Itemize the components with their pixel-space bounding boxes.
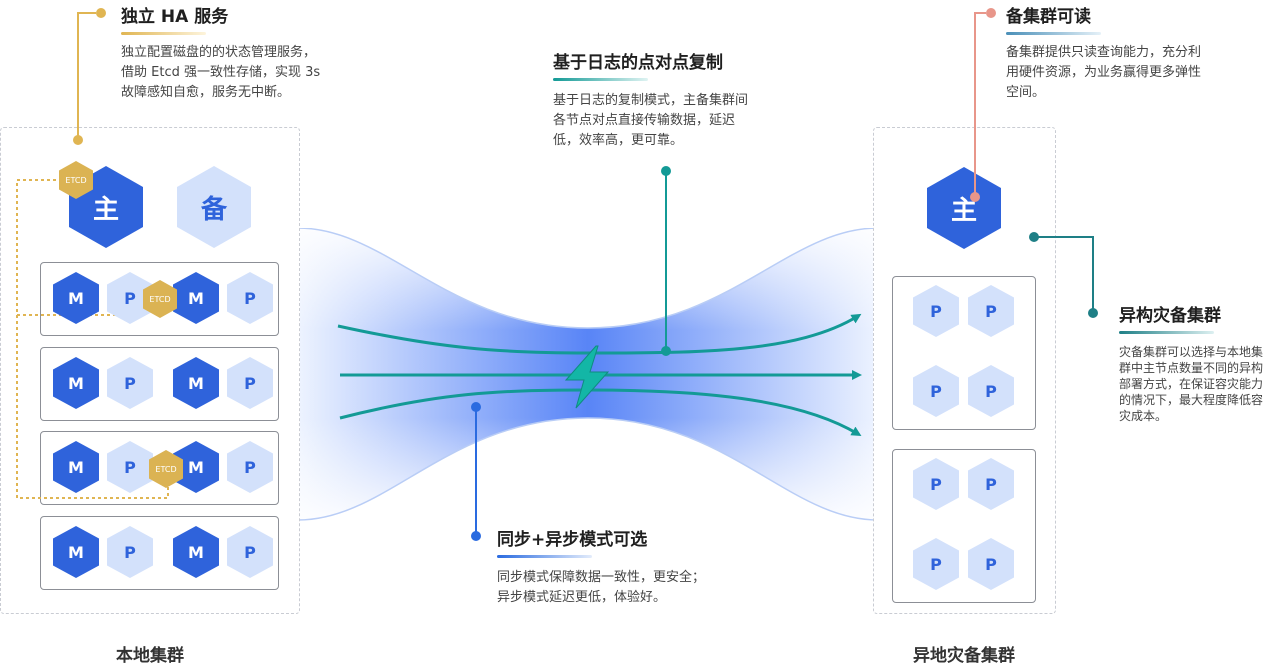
feature-log: 基于日志的点对点复制 基于日志的复制模式，主备集群间 各节点对点直接传输数据，延… (553, 48, 793, 151)
local-replica-node-r2-4: P (226, 356, 274, 410)
local-master-node-r1-3: M (172, 271, 220, 325)
remote-replica-node-2-1: P (912, 364, 960, 418)
local-master-node-r3-3: M (172, 440, 220, 494)
feature-readable: 备集群可读 备集群提供只读查询能力，充分利 用硬件资源，为业务赢得更多弹性 空间… (1006, 2, 1256, 103)
remote-replica-node-3-2: P (967, 457, 1015, 511)
remote-replica-node-1-1: P (912, 284, 960, 338)
feature-hetero-underline (1119, 331, 1214, 334)
local-master-node-r3-1: M (52, 440, 100, 494)
feature-ha-title: 独立 HA 服务 (121, 7, 229, 27)
remote-primary-node: 主 (926, 166, 1002, 250)
local-master-node-r2-3: M (172, 356, 220, 410)
remote-replica-node-1-2: P (967, 284, 1015, 338)
local-cluster-label: 本地集群 (116, 646, 184, 666)
local-replica-node-r4-2: P (106, 525, 154, 579)
feature-ha-desc-1: 独立配置磁盘的的状态管理服务， (121, 45, 317, 60)
local-standby-label: 备 (200, 194, 227, 225)
local-replica-node-r4-4: P (226, 525, 274, 579)
remote-replica-node-4-1: P (912, 537, 960, 591)
lightning-icon (564, 345, 610, 409)
remote-replica-node-3-1: P (912, 457, 960, 511)
local-replica-node-r1-2: P (106, 271, 154, 325)
etcd-node-row3: ETCD (148, 449, 184, 489)
feature-log-desc-2: 各节点对点直接传输数据，延迟 (553, 113, 736, 128)
feature-sync-title: 同步+异步模式可选 (497, 530, 648, 550)
flow-arrow-top (337, 313, 862, 355)
feature-log-underline (553, 78, 648, 81)
feature-log-desc-1: 基于日志的复制模式，主备集群间 (553, 93, 749, 108)
remote-replica-node-4-2: P (967, 537, 1015, 591)
feature-log-title: 基于日志的点对点复制 (553, 53, 723, 73)
remote-cluster-label: 异地灾备集群 (913, 646, 1015, 666)
etcd-node-row1: ETCD (142, 279, 178, 319)
local-master-node-r1-1: M (52, 271, 100, 325)
feature-hetero-title: 异构灾备集群 (1119, 306, 1221, 326)
local-replica-node-r3-4: P (226, 440, 274, 494)
feature-ha-desc-3: 故障感知自愈，服务无中断。 (121, 85, 291, 100)
local-master-node-r2-1: M (52, 356, 100, 410)
local-replica-node-r3-2: P (106, 440, 154, 494)
etcd-node-top: ETCD (58, 160, 94, 200)
local-replica-node-r1-4: P (226, 271, 274, 325)
feature-readable-desc-3: 空间。 (1006, 85, 1046, 100)
feature-readable-desc-1: 备集群提供只读查询能力，充分利 (1006, 45, 1202, 60)
remote-replica-node-2-2: P (967, 364, 1015, 418)
replication-flow (298, 228, 878, 521)
feature-hetero-desc-4: 的情况下，最大程度降低容 (1119, 393, 1264, 407)
feature-hetero-desc-1: 灾备集群可以选择与本地集 (1119, 345, 1264, 359)
feature-sync-desc-1: 同步模式保障数据一致性，更安全； (497, 570, 706, 585)
local-replica-node-r2-2: P (106, 356, 154, 410)
feature-ha-underline (121, 32, 206, 35)
local-primary-label: 主 (92, 194, 119, 225)
local-master-node-r4-3: M (172, 525, 220, 579)
feature-hetero-desc-2: 群中主节点数量不同的异构 (1119, 361, 1264, 375)
feature-readable-desc-2: 用硬件资源，为业务赢得更多弹性 (1006, 65, 1202, 80)
feature-ha: 独立 HA 服务 独立配置磁盘的的状态管理服务， 借助 Etcd 强一致性存储，… (121, 2, 361, 103)
feature-readable-title: 备集群可读 (1006, 7, 1091, 27)
feature-ha-desc-2: 借助 Etcd 强一致性存储，实现 3s (121, 65, 321, 80)
feature-log-desc-3: 低，效率高，更可靠。 (553, 133, 684, 148)
feature-sync: 同步+异步模式可选 同步模式保障数据一致性，更安全； 异步模式延迟更低，体验好。 (497, 525, 757, 608)
local-standby-node: 备 (176, 165, 252, 249)
feature-readable-underline (1006, 32, 1101, 35)
feature-sync-desc-2: 异步模式延迟更低，体验好。 (497, 590, 667, 605)
feature-hetero: 异构灾备集群 灾备集群可以选择与本地集 群中主节点数量不同的异构 部署方式，在保… (1119, 301, 1279, 424)
local-master-node-r4-1: M (52, 525, 100, 579)
feature-sync-underline (497, 555, 592, 558)
feature-hetero-desc-5: 灾成本。 (1119, 409, 1168, 423)
feature-hetero-desc-3: 部署方式，在保证容灾能力 (1119, 377, 1264, 391)
